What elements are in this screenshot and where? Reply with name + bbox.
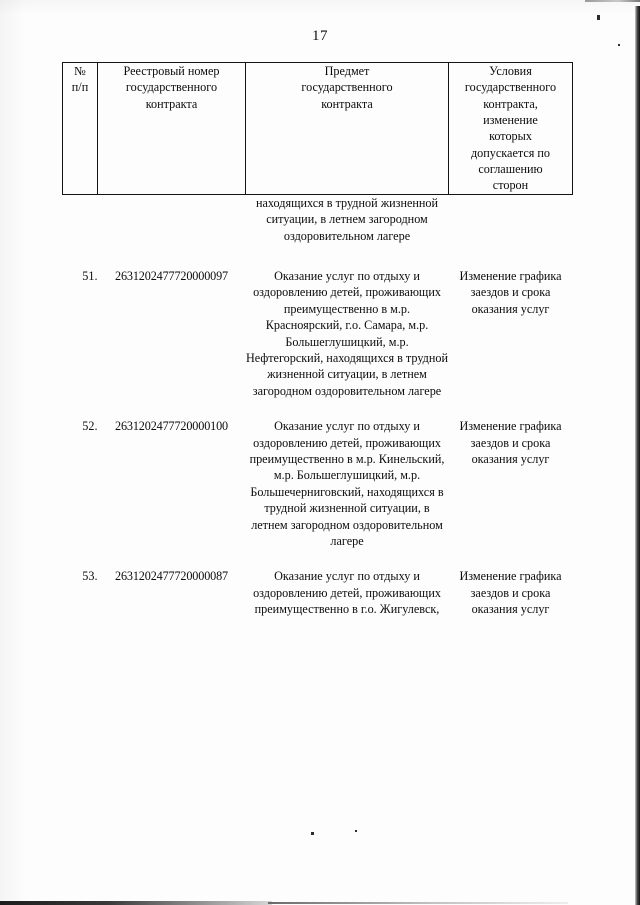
header-line: допускается по xyxy=(470,145,551,160)
header-line: контракта xyxy=(321,96,373,111)
table-row: 52. 2631202477720000100 Оказание услуг п… xyxy=(63,418,573,549)
scan-edge-bottom-secondary xyxy=(268,902,568,904)
scan-edge-right xyxy=(635,6,640,905)
header-line: контракта xyxy=(145,96,198,111)
header-line: № xyxy=(74,64,86,78)
header-line: государственного xyxy=(301,80,393,95)
row-gap xyxy=(63,244,573,268)
cell-registry-number: 2631202477720000097 xyxy=(115,268,228,283)
cell-number: 52. xyxy=(82,419,98,434)
column-header-number: № п/п xyxy=(62,62,98,195)
table-row: 51. 2631202477720000097 Оказание услуг п… xyxy=(63,268,573,399)
header-line: сторон xyxy=(492,178,529,193)
table-header-row: № п/п Реестровый номер государственного … xyxy=(62,62,573,195)
cell-conditions xyxy=(449,194,573,244)
header-line: Условия xyxy=(489,64,532,78)
scan-edge-bottom xyxy=(0,901,272,905)
header-line: соглашению xyxy=(478,162,543,177)
column-header-subject: Предмет государственного контракта xyxy=(245,62,449,195)
contract-table: № п/п Реестровый номер государственного … xyxy=(62,62,573,618)
header-line: Предмет xyxy=(324,64,370,78)
table-row-continued: находящихся в трудной жизненной ситуации… xyxy=(63,194,573,244)
cell-number xyxy=(63,194,98,244)
page-number: 17 xyxy=(312,28,328,44)
cell-subject: Оказание услуг по отдыху и оздоровлению … xyxy=(245,268,449,398)
header-line: изменение xyxy=(483,113,538,128)
scan-speck xyxy=(355,830,357,832)
cell-number: 51. xyxy=(82,268,98,283)
header-line: государственного xyxy=(125,80,218,95)
row-gap xyxy=(63,399,573,418)
table-row: 53. 2631202477720000087 Оказание услуг п… xyxy=(63,568,573,617)
cell-subject: Оказание услуг по отдыху и оздоровлению … xyxy=(249,419,445,549)
cell-registry-number: 2631202477720000100 xyxy=(115,419,228,434)
header-line: государственного xyxy=(464,80,557,95)
header-line: которых xyxy=(489,129,532,144)
table-header: № п/п Реестровый номер государственного … xyxy=(62,62,573,195)
scan-edge-top xyxy=(585,0,640,2)
cell-registry-number: 2631202477720000087 xyxy=(115,569,228,584)
cell-subject: Оказание услуг по отдыху и оздоровлению … xyxy=(253,569,441,617)
scan-speck xyxy=(597,15,600,20)
cell-number: 53. xyxy=(82,569,98,584)
table-body: находящихся в трудной жизненной ситуации… xyxy=(63,194,573,617)
cell-conditions: Изменение графика заездов и срока оказан… xyxy=(459,268,562,316)
cell-subject: находящихся в трудной жизненной ситуации… xyxy=(255,195,439,243)
cell-conditions: Изменение графика заездов и срока оказан… xyxy=(459,419,562,467)
scan-speck xyxy=(311,832,314,835)
header-line: п/п xyxy=(71,80,89,95)
column-header-registry-number: Реестровый номер государственного контра… xyxy=(97,62,246,195)
column-header-conditions: Условия государственного контракта, изме… xyxy=(448,62,573,195)
header-line: контракта, xyxy=(483,96,538,111)
header-line: Реестровый номер xyxy=(123,64,220,78)
row-gap xyxy=(63,549,573,568)
cell-conditions: Изменение графика заездов и срока оказан… xyxy=(459,569,562,617)
scan-speck xyxy=(618,44,620,46)
cell-registry-number xyxy=(98,194,246,244)
